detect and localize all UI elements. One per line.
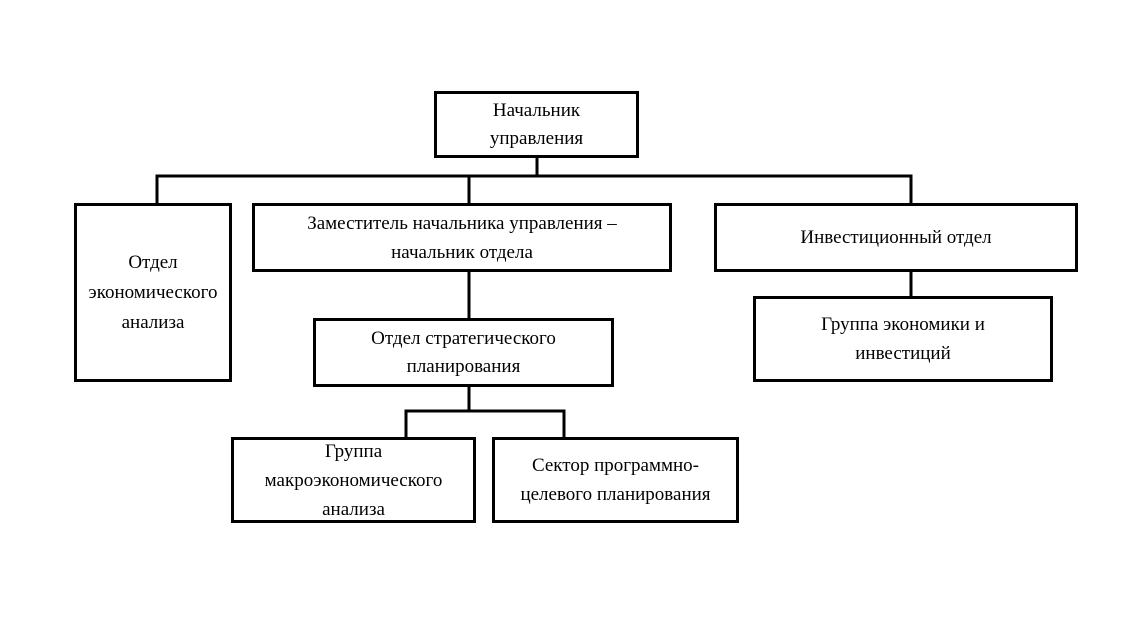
node-head-line1: Начальник xyxy=(492,99,581,121)
node-economic-analysis-line2: экономического xyxy=(88,281,218,303)
node-head: Начальник управления xyxy=(434,91,639,158)
node-deputy-head-line2: начальник отдела xyxy=(391,241,533,263)
node-investment-dept: Инвестиционный отдел xyxy=(714,203,1078,272)
node-program-planning-sector: Сектор программно- целевого планирования xyxy=(492,437,739,523)
node-economics-investment-line2: инвестиций xyxy=(855,343,951,364)
node-economic-analysis-dept: Отдел экономического анализа xyxy=(74,203,232,382)
node-investment-dept-line1: Инвестиционный отдел xyxy=(800,227,992,248)
node-deputy-head: Заместитель начальника управления – нача… xyxy=(252,203,672,272)
node-macroeconomic-line3: анализа xyxy=(322,498,385,520)
node-strategic-planning-dept: Отдел стратегического планирования xyxy=(313,318,614,387)
node-strategic-planning-line2: планирования xyxy=(406,355,521,377)
node-economics-investment-line1: Группа экономики и xyxy=(821,314,985,335)
node-program-planning-line2: целевого планирования xyxy=(520,484,711,505)
node-program-planning-line1: Сектор программно- xyxy=(531,455,700,476)
node-head-line2: управления xyxy=(489,127,584,149)
node-economic-analysis-line1: Отдел xyxy=(128,251,178,273)
node-macroeconomic-line1: Группа xyxy=(324,440,383,462)
node-macroeconomic-line2: макроэкономического xyxy=(264,469,443,491)
node-macroeconomic-analysis-group: Группа макроэкономического анализа xyxy=(231,437,476,523)
node-economic-analysis-line3: анализа xyxy=(121,311,185,333)
node-strategic-planning-line1: Отдел стратегического xyxy=(371,327,556,349)
node-economics-investment-group: Группа экономики и инвестиций xyxy=(753,296,1053,382)
node-deputy-head-line1: Заместитель начальника управления – xyxy=(307,212,617,234)
